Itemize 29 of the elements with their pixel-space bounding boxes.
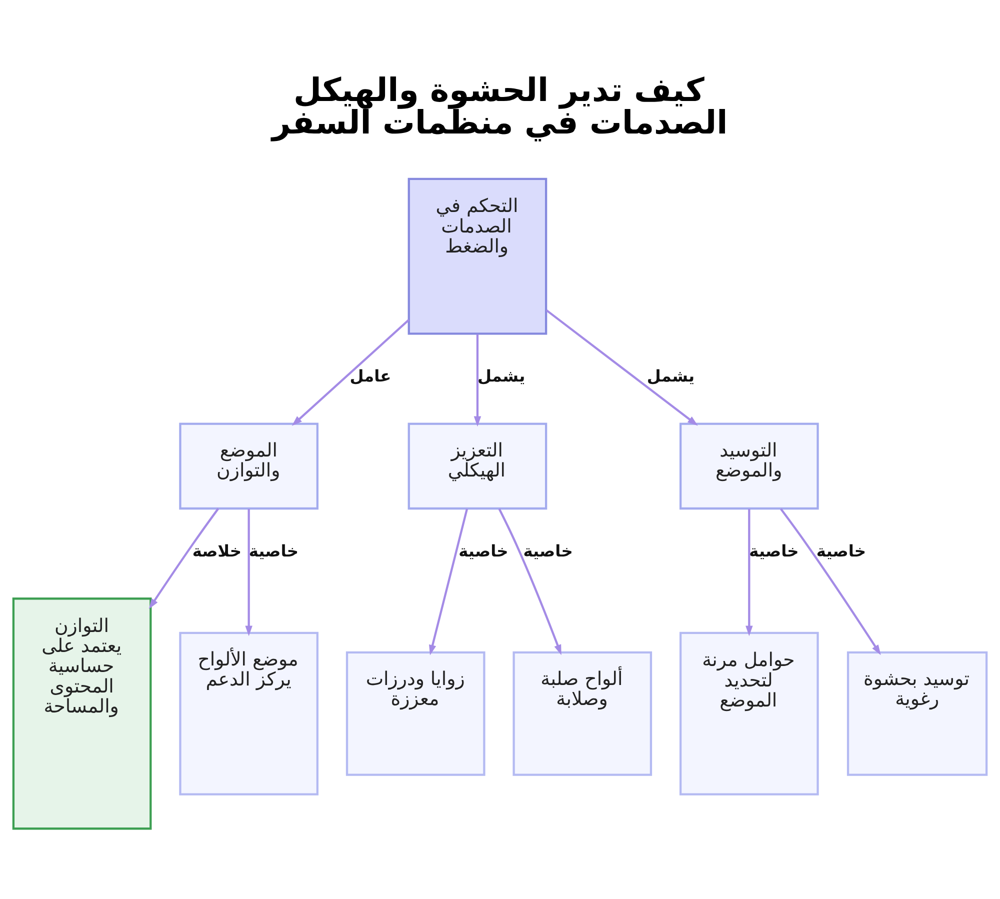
arrow	[148, 507, 220, 609]
node-box: التحكم في الصدمات والضغط	[408, 177, 548, 334]
node-box: التعزيز الهيكلي	[408, 422, 548, 510]
arrow	[292, 318, 410, 426]
arrow	[498, 508, 562, 655]
arrow	[780, 508, 881, 655]
edge-label: خاصية	[248, 540, 298, 560]
edge-label: خاصية	[816, 540, 866, 560]
node-box: ألواح صلبة وصلابة	[512, 650, 652, 776]
edge-label: خاصية	[523, 540, 573, 560]
node-box: موضع الألواح يركز الدعم	[179, 631, 318, 795]
edge-label: خلاصة	[192, 540, 242, 560]
edge-label: خاصية	[458, 540, 508, 560]
arrow	[245, 508, 252, 636]
arrow	[429, 508, 468, 655]
node-box: حوامل مرنة لتحديد الموضع	[680, 631, 819, 795]
arrow	[474, 334, 482, 426]
node-box: التوازن يعتمد على حساسية المحتوى والمساحة	[12, 597, 152, 830]
node-box: التوسيد والموضع	[680, 422, 819, 510]
diagram-title: كيف تدير الحشوة والهيكل الصدمات في منظمات السفر	[272, 70, 728, 142]
node-box: توسيد بحشوة رغوية	[846, 650, 988, 776]
node-box: زوايا ودرزات معززة	[346, 650, 486, 776]
edge-label: يشمل	[646, 366, 695, 386]
arrow	[746, 508, 753, 636]
edge-label: يشمل	[477, 366, 526, 386]
arrow	[546, 308, 698, 426]
edge-label: عامل	[350, 366, 392, 386]
edge-label: خاصية	[749, 540, 799, 560]
node-box: الموضع والتوازن	[179, 422, 318, 510]
